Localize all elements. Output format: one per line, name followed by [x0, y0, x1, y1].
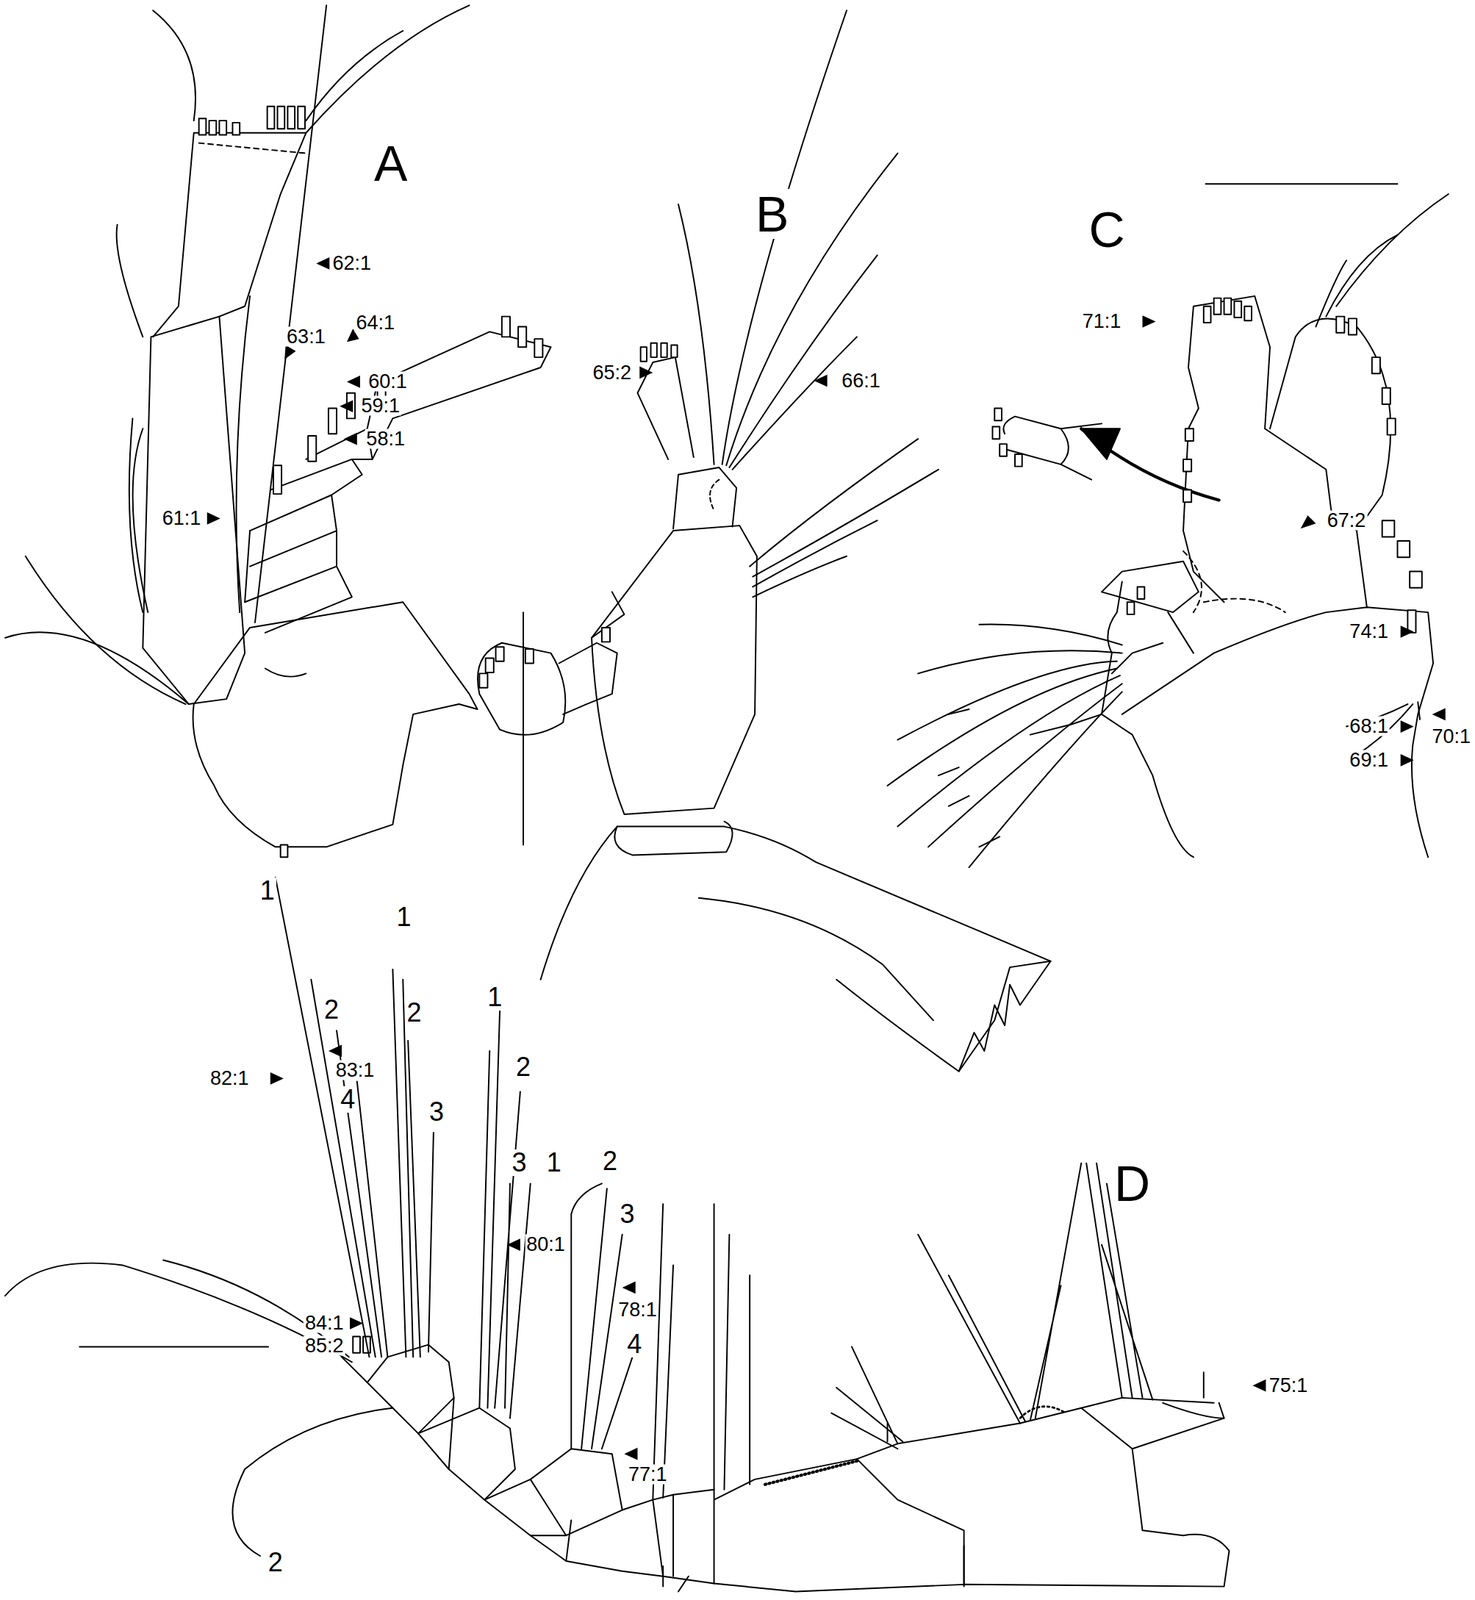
seta-number: 3	[510, 1149, 528, 1176]
seta-number: 1	[485, 984, 504, 1011]
seta-number: 2	[266, 1549, 285, 1576]
seta-number: 2	[322, 996, 341, 1024]
seta-number: 1	[395, 903, 414, 931]
seta-number: 4	[625, 1330, 644, 1358]
callout-number: 83:1	[334, 1059, 377, 1080]
callout-number: 67:2	[1325, 510, 1368, 530]
callout-number: 77:1	[626, 1463, 669, 1484]
seta-number: 1	[545, 1149, 563, 1176]
callout-number: 78:1	[616, 1300, 659, 1320]
seta-number: 2	[514, 1053, 533, 1081]
callout-number: 66:1	[840, 370, 882, 391]
callout-number: 85:2	[303, 1335, 346, 1356]
callout-number: 62:1	[331, 253, 374, 274]
seta-number: 2	[601, 1147, 619, 1175]
seta-number: 4	[338, 1086, 357, 1113]
callout-number: 82:1	[208, 1068, 251, 1089]
callout-number: 84:1	[303, 1313, 346, 1334]
callout-number: 70:1	[1430, 726, 1473, 747]
callout-number: 75:1	[1267, 1375, 1310, 1395]
callout-number: 58:1	[364, 428, 407, 449]
callout-number: 63:1	[285, 327, 328, 347]
panel-letter: D	[1112, 1158, 1152, 1209]
seta-number: 3	[427, 1098, 446, 1126]
panel-letter: B	[754, 188, 791, 239]
callout-number: 69:1	[1347, 750, 1390, 771]
panel-letter: A	[372, 138, 409, 189]
seta-number: 3	[618, 1200, 637, 1228]
callout-number: 59:1	[359, 396, 402, 416]
callout-number: 68:1	[1347, 716, 1390, 737]
panel-letter: C	[1086, 204, 1126, 255]
callout-number: 65:2	[590, 362, 633, 383]
callout-number: 71:1	[1081, 311, 1123, 332]
callout-number: 64:1	[354, 312, 397, 333]
seta-number: 1	[258, 877, 277, 904]
callout-number: 74:1	[1347, 621, 1390, 642]
callout-number: 60:1	[366, 371, 409, 392]
callout-number: 61:1	[160, 508, 203, 529]
seta-number: 2	[404, 999, 423, 1026]
callout-number: 80:1	[524, 1234, 567, 1255]
